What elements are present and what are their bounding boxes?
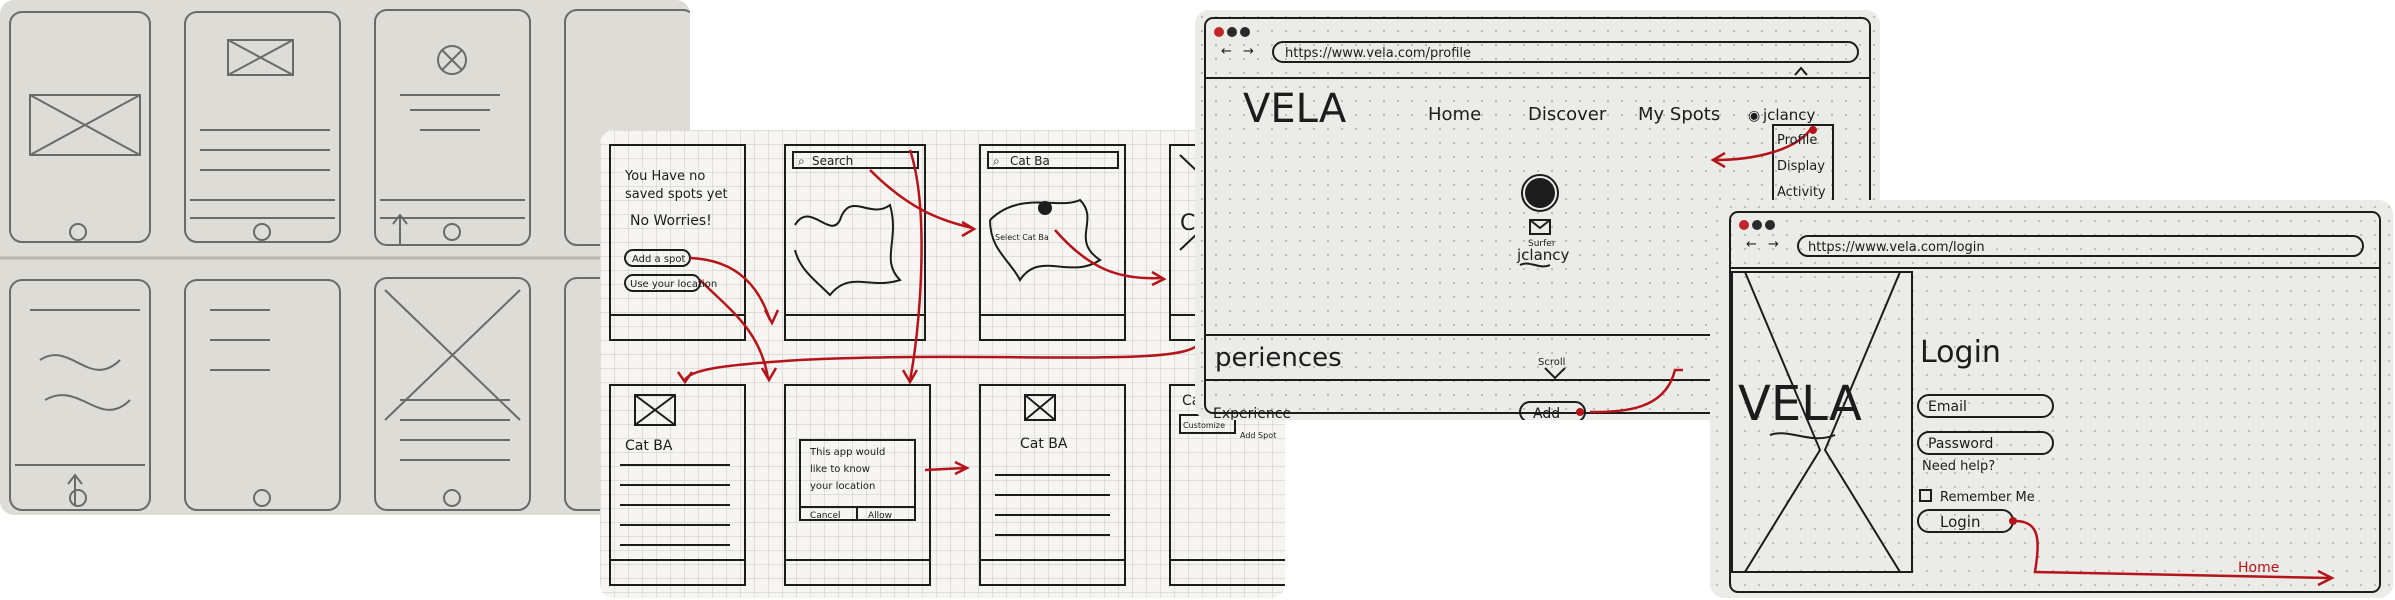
empty-state-line3: No Worries!: [630, 213, 712, 229]
menu-item-profile[interactable]: Profile: [1777, 133, 1817, 148]
use-location-button[interactable]: Use your location: [630, 279, 717, 290]
search-field-cat-ba[interactable]: Cat Ba: [1010, 154, 1050, 168]
allow-button[interactable]: Allow: [868, 511, 892, 521]
experiences-heading: periences: [1215, 343, 1342, 373]
add-spot-link[interactable]: Add Spot: [1240, 431, 1276, 440]
nav-discover[interactable]: Discover: [1528, 104, 1607, 125]
back-arrow-icon[interactable]: ←: [1746, 237, 1757, 252]
back-arrow-icon[interactable]: ←: [1221, 44, 1232, 59]
password-field[interactable]: Password: [1928, 436, 1993, 452]
address-bar[interactable]: https://www.vela.com/login: [1808, 240, 1985, 255]
profile-username: jclancy: [1516, 246, 1570, 264]
cancel-button[interactable]: Cancel: [810, 511, 841, 521]
address-bar[interactable]: https://www.vela.com/profile: [1285, 46, 1471, 61]
search-field[interactable]: Search: [812, 154, 853, 168]
cat-ba-heading: Cat BA: [625, 438, 673, 454]
add-experience-button[interactable]: Add: [1533, 406, 1560, 420]
nav-my-spots[interactable]: My Spots: [1638, 104, 1720, 125]
login-button[interactable]: Login: [1940, 513, 1980, 531]
pencil-sketches: [0, 9, 690, 511]
forward-arrow-icon[interactable]: →: [1768, 237, 1779, 252]
email-field[interactable]: Email: [1928, 399, 1967, 415]
need-help-link[interactable]: Need help?: [1922, 459, 1995, 474]
login-wireframe-sheet: ← → https://www.vela.com/login VELA Logi…: [1710, 200, 2393, 598]
home-arrow-label: Home: [2238, 560, 2279, 576]
nav-home[interactable]: Home: [1428, 104, 1481, 125]
vela-logo[interactable]: VELA: [1243, 86, 1347, 132]
cat-ba-heading-2: Cat BA: [1020, 436, 1068, 452]
empty-state-line1: You Have no: [624, 169, 705, 184]
avatar-caption: Surfer: [1528, 239, 1556, 249]
permission-line2: like to know: [810, 464, 870, 475]
search-icon: ⌕: [993, 154, 1000, 168]
login-wireframe: ← → https://www.vela.com/login VELA Logi…: [1710, 200, 2393, 598]
remember-me-label[interactable]: Remember Me: [1940, 490, 2035, 505]
search-icon: ⌕: [798, 154, 805, 168]
menu-item-display[interactable]: Display: [1777, 159, 1825, 174]
empty-state-line2: saved spots yet: [625, 187, 728, 202]
add-spot-button[interactable]: Add a spot: [632, 254, 686, 265]
mobile-flow-grid-sheet: You Have no saved spots yet No Worries! …: [600, 130, 1285, 598]
scroll-hint: Scroll: [1538, 357, 1565, 368]
permission-line3: your location: [810, 481, 875, 492]
vela-logo: VELA: [1738, 376, 1862, 432]
experience-row-label: Experience: [1213, 406, 1291, 420]
user-menu-toggle[interactable]: jclancy: [1762, 106, 1816, 124]
mobile-flow-diagram: You Have no saved spots yet No Worries! …: [600, 130, 1285, 598]
permission-line1: This app would: [809, 447, 885, 458]
user-avatar-icon[interactable]: ◉: [1748, 108, 1760, 124]
customize-button[interactable]: Customize: [1183, 421, 1225, 430]
select-cat-ba-label[interactable]: Select Cat Ba: [995, 233, 1049, 242]
forward-arrow-icon[interactable]: →: [1243, 44, 1254, 59]
pencil-sketch-sheet: [0, 0, 690, 515]
menu-item-activity[interactable]: Activity: [1777, 185, 1826, 200]
login-title: Login: [1920, 335, 2001, 370]
